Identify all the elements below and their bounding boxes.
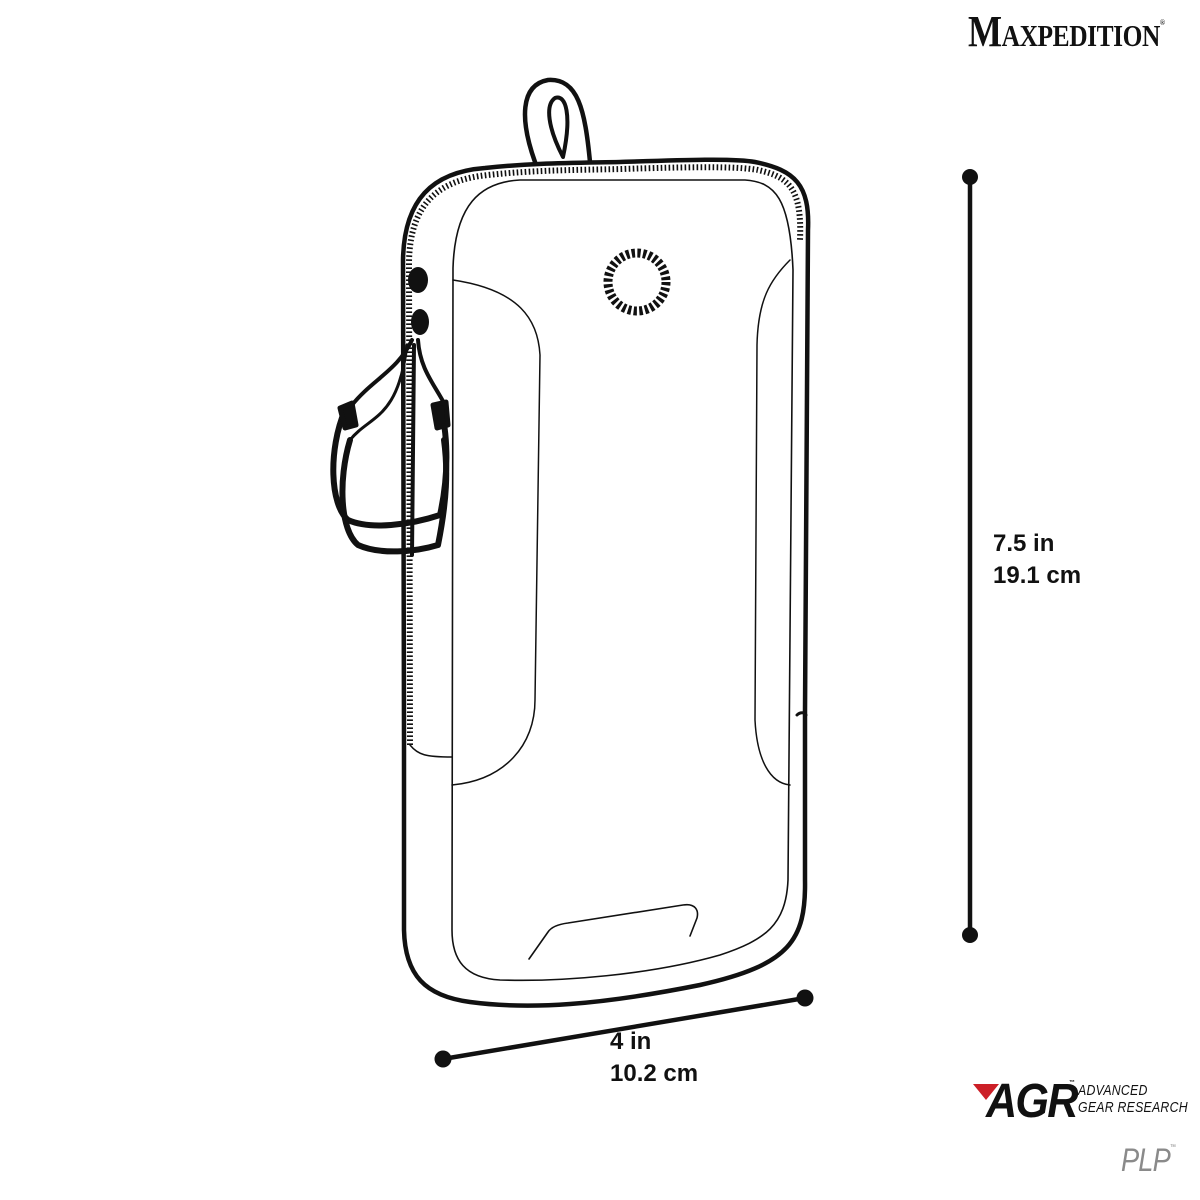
zipper-pull-icon — [330, 267, 451, 557]
velcro-dot-icon — [603, 248, 671, 316]
width-imperial: 4 in — [610, 1028, 652, 1055]
product-code-text: PLP — [1121, 1142, 1171, 1178]
registered-mark: ® — [1159, 18, 1165, 27]
agr-badge: AGR ™ Advanced Gear Research — [966, 1075, 1196, 1148]
hang-loop-icon — [522, 77, 593, 165]
width-dimension-line — [434, 989, 814, 1068]
width-dimension-label: 4 in 10.2 cm — [610, 1026, 698, 1090]
right-side-panel — [754, 259, 791, 786]
height-imperial: 7.5 in — [993, 530, 1055, 557]
maxpedition-logo: MAXPEDITION® — [968, 10, 1165, 54]
width-metric: 10.2 cm — [610, 1060, 699, 1087]
agr-mark: AGR — [986, 1075, 1078, 1128]
logo-initial: M — [968, 7, 1002, 56]
logo-text: AXPEDITION — [1001, 18, 1161, 53]
bottom-tab — [528, 903, 699, 960]
product-code: PLP™ — [1121, 1142, 1176, 1179]
height-metric: 19.1 cm — [993, 562, 1082, 589]
height-dimension-label: 7.5 in 19.1 cm — [993, 528, 1081, 592]
agr-trademark: ™ — [1069, 1080, 1075, 1086]
left-side-panel — [451, 279, 541, 786]
agr-line1: Advanced — [1078, 1082, 1148, 1099]
agr-triangle-icon — [973, 1084, 999, 1100]
product-trademark: ™ — [1169, 1144, 1176, 1151]
inner-panel — [451, 179, 794, 982]
pouch-outer-outline — [400, 157, 811, 1008]
agr-line2: Gear Research — [1078, 1099, 1188, 1116]
height-dimension-line — [962, 169, 978, 943]
agr-full-name: Advanced Gear Research — [1078, 1082, 1188, 1116]
zipper-track — [406, 164, 804, 746]
